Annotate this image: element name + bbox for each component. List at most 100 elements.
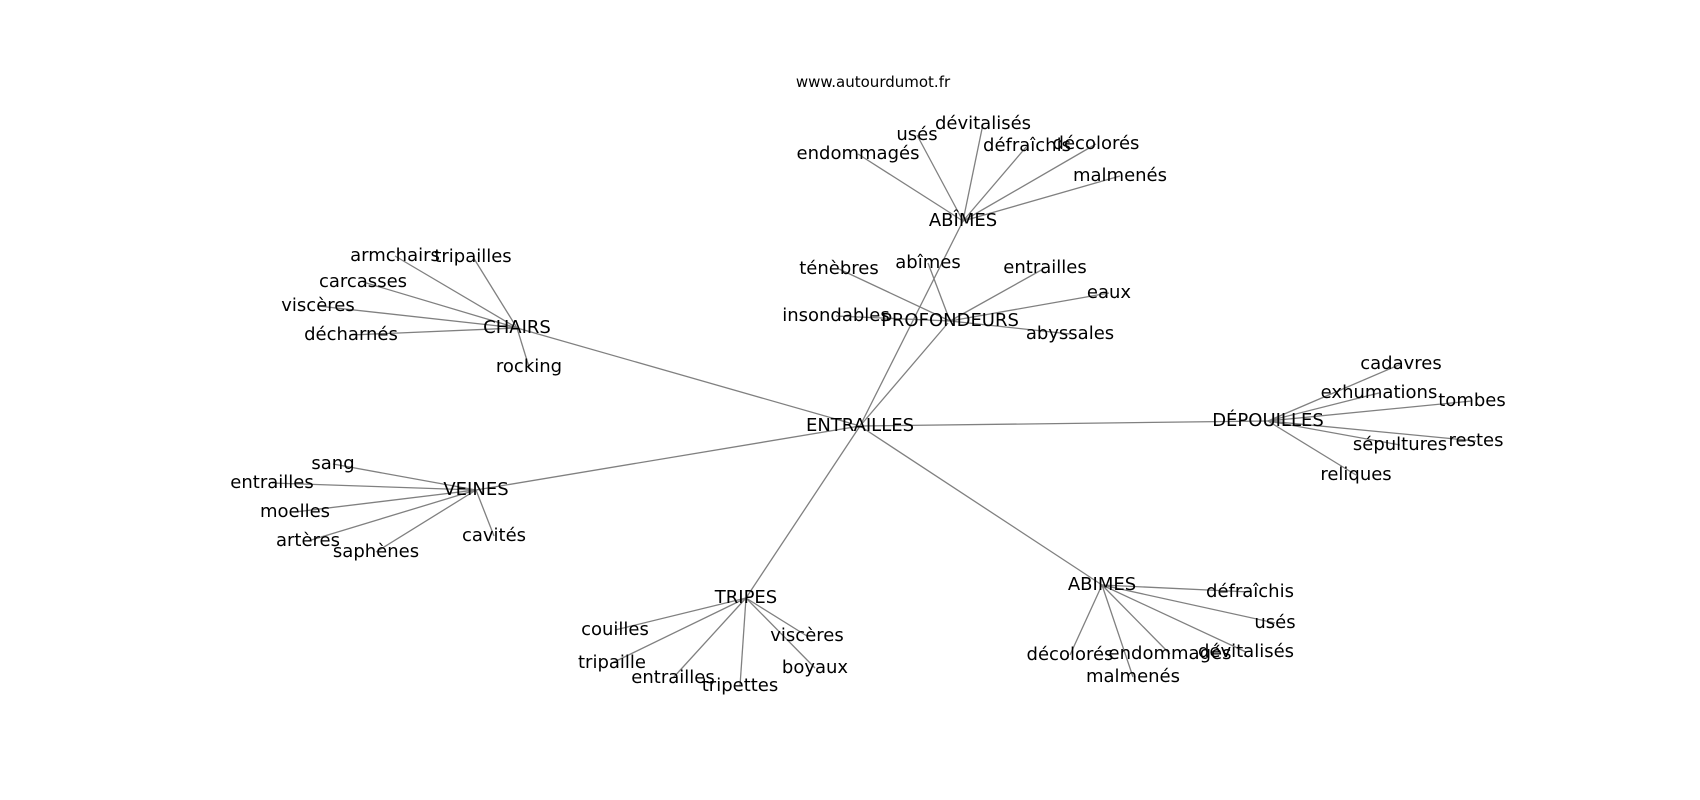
leaf-node-tripes-1: tripaille	[578, 652, 646, 673]
leaf-node-abimes-accent-4: décolorés	[1053, 133, 1140, 154]
leaf-node-abimes-plain-3: endommagés	[1109, 643, 1232, 664]
edge-chairs-leaf-0	[394, 255, 518, 329]
edge-depouilles-leaf-3	[1267, 420, 1401, 446]
leaf-node-veines-1: entrailles	[230, 472, 313, 493]
edge-chairs-leaf-4	[350, 327, 518, 336]
edge-abimes-plain-leaf-3	[1101, 584, 1171, 655]
center-node: ENTRAILLES	[806, 415, 914, 436]
hub-node-depouilles: DÉPOUILLES	[1212, 409, 1324, 431]
edge-center-abimes-accent	[859, 220, 964, 427]
leaf-node-depouilles-5: reliques	[1320, 464, 1391, 485]
leaf-node-tripes-0: couilles	[581, 619, 649, 640]
edge-chairs-leaf-3	[317, 305, 518, 329]
edge-tripes-leaf-2	[672, 597, 747, 679]
edge-center-profondeurs	[859, 322, 949, 427]
leaf-node-chairs-0: armchairs	[350, 245, 440, 266]
leaf-node-chairs-3: viscères	[281, 295, 354, 316]
leaf-node-depouilles-4: restes	[1449, 430, 1504, 451]
edge-layer	[271, 123, 1477, 687]
leaf-node-profondeurs-5: abyssales	[1026, 323, 1114, 344]
leaf-node-abimes-plain-0: défraîchis	[1206, 581, 1294, 602]
hub-node-profondeurs: PROFONDEURS	[881, 310, 1019, 331]
leaf-node-tripes-3: tripettes	[702, 675, 779, 696]
edge-tripes-leaf-5	[745, 597, 816, 669]
edge-chairs-leaf-2	[362, 281, 518, 329]
edge-abimes-accent-leaf-2	[962, 123, 984, 222]
edge-depouilles-leaf-2	[1267, 400, 1473, 422]
leaf-node-abimes-plain-5: décolorés	[1027, 644, 1114, 665]
leaf-node-depouilles-2: tombes	[1438, 390, 1505, 411]
leaf-node-chairs-5: rocking	[496, 356, 562, 377]
edge-tripes-leaf-3	[739, 597, 747, 687]
leaf-node-veines-3: artères	[276, 530, 340, 551]
edge-abimes-accent-leaf-1	[916, 134, 964, 222]
leaf-node-abimes-accent-2: dévitalisés	[935, 113, 1031, 134]
edge-veines-leaf-2	[294, 489, 477, 513]
edge-tripes-leaf-4	[745, 597, 808, 637]
edge-abimes-accent-leaf-4	[962, 143, 1097, 222]
leaf-node-chairs-1: tripailles	[434, 246, 511, 267]
edge-abimes-plain-leaf-2	[1101, 584, 1247, 653]
leaf-node-chairs-4: décharnés	[304, 324, 398, 345]
hub-node-abimes-plain: ABIMES	[1068, 574, 1136, 595]
edge-profondeurs-leaf-3	[949, 292, 1110, 322]
edge-abimes-plain-leaf-5	[1069, 584, 1103, 656]
edge-center-tripes	[745, 425, 861, 599]
leaf-node-depouilles-3: sépultures	[1353, 434, 1447, 455]
edge-depouilles-leaf-1	[1267, 392, 1380, 422]
edge-depouilles-leaf-0	[1267, 363, 1402, 422]
leaf-node-tripes-4: viscères	[770, 625, 843, 646]
leaf-node-profondeurs-1: abîmes	[895, 252, 960, 273]
edge-veines-leaf-1	[271, 482, 477, 491]
leaf-node-veines-0: sang	[311, 453, 354, 474]
edge-tripes-leaf-0	[614, 597, 747, 631]
edge-depouilles-leaf-4	[1267, 420, 1477, 442]
edge-center-veines	[475, 425, 861, 491]
leaf-node-chairs-2: carcasses	[319, 271, 407, 292]
edge-veines-leaf-5	[475, 489, 495, 537]
leaf-node-profondeurs-0: ténèbres	[799, 258, 879, 279]
edge-abimes-plain-leaf-1	[1101, 584, 1276, 624]
edge-profondeurs-leaf-0	[838, 268, 951, 322]
edge-tripes-leaf-1	[611, 597, 747, 664]
hub-node-veines: VEINES	[443, 479, 508, 500]
leaf-node-profondeurs-3: eaux	[1087, 282, 1132, 303]
edge-profondeurs-leaf-1	[927, 262, 951, 322]
site-url-label: www.autourdumot.fr	[796, 73, 951, 91]
leaf-node-depouilles-1: exhumations	[1321, 382, 1438, 403]
leaf-node-abimes-accent-5: malmenés	[1073, 165, 1167, 186]
edge-profondeurs-leaf-5	[949, 320, 1071, 335]
leaf-node-profondeurs-4: insondables	[782, 305, 890, 326]
leaf-node-veines-5: cavités	[462, 525, 526, 546]
leaf-node-abimes-plain-1: usés	[1254, 612, 1295, 633]
edge-profondeurs-leaf-4	[835, 315, 951, 322]
leaf-node-abimes-plain-2: dévitalisés	[1198, 641, 1294, 662]
edge-profondeurs-leaf-2	[949, 267, 1046, 322]
edge-abimes-accent-leaf-3	[962, 145, 1028, 222]
edge-chairs-leaf-1	[472, 256, 518, 329]
edge-chairs-leaf-5	[516, 327, 530, 368]
edge-depouilles-leaf-5	[1267, 420, 1357, 476]
edge-veines-leaf-0	[332, 463, 477, 491]
edge-center-depouilles	[859, 420, 1269, 427]
edge-veines-leaf-4	[375, 489, 477, 553]
leaf-node-tripes-5: boyaux	[782, 657, 849, 678]
leaf-node-abimes-plain-4: malmenés	[1086, 666, 1180, 687]
leaf-node-depouilles-0: cadavres	[1360, 353, 1442, 374]
edge-center-chairs	[516, 327, 861, 427]
hub-node-tripes: TRIPES	[714, 587, 777, 608]
leaf-node-abimes-accent-0: endommagés	[797, 143, 920, 164]
edge-veines-leaf-3	[307, 489, 477, 542]
leaf-node-profondeurs-2: entrailles	[1003, 257, 1086, 278]
leaf-node-veines-4: saphènes	[333, 541, 419, 562]
leaf-node-veines-2: moelles	[260, 501, 330, 522]
hub-node-chairs: CHAIRS	[483, 317, 551, 338]
edge-abimes-plain-leaf-4	[1101, 584, 1134, 678]
leaf-node-abimes-accent-1: usés	[896, 124, 937, 145]
edge-abimes-accent-leaf-5	[962, 175, 1121, 222]
leaf-node-abimes-accent-3: défraîchis	[983, 135, 1071, 156]
edge-abimes-plain-leaf-0	[1101, 584, 1251, 593]
edge-center-abimes-plain	[859, 425, 1103, 586]
